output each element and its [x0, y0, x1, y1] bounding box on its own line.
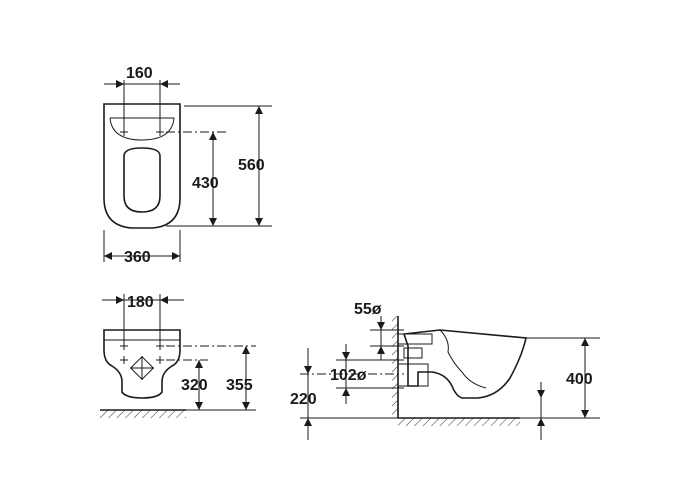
top-view-seat-opening: [123, 147, 161, 213]
side-view: 55ø 102ø 220 400: [290, 301, 600, 440]
top-view-seat-hinge: [109, 117, 175, 141]
top-view: 160 360 430 560: [103, 65, 272, 266]
top-view-fixing-holes: [120, 128, 164, 136]
dim-top-length: 560: [238, 157, 265, 174]
top-view-bowl-outline: [103, 103, 181, 229]
dim-side-waste-outlet-height: 220: [290, 391, 317, 408]
front-view: 180 320 355: [100, 294, 256, 418]
side-view-bowl-outline: [402, 329, 527, 399]
dim-top-fixing-to-front: 430: [192, 175, 219, 192]
dim-front-lower-fixing-height: 320: [181, 377, 208, 394]
dim-side-rim-height: 400: [566, 371, 593, 388]
dim-side-waste-pipe: 102ø: [330, 367, 367, 384]
dim-front-fixing-centers: 180: [127, 294, 154, 311]
dim-top-fixing-centers: 160: [126, 65, 153, 82]
dim-front-upper-fixing-height: 355: [226, 377, 253, 394]
front-view-bowl-outline: [103, 329, 181, 399]
dim-side-supply-pipe: 55ø: [354, 301, 382, 318]
dim-top-width: 360: [124, 249, 151, 266]
front-view-fixing-markers: [120, 342, 164, 381]
